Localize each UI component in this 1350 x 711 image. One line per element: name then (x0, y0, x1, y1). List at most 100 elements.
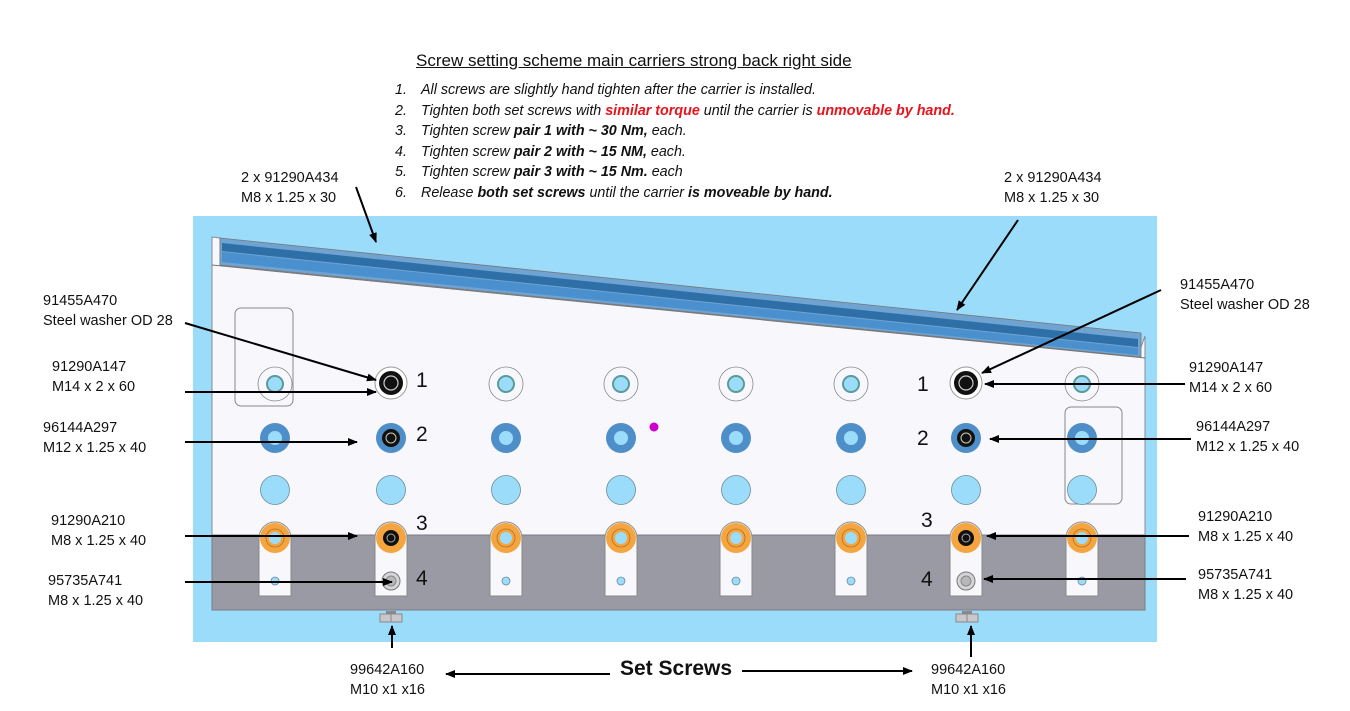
part-number: 91290A210 (51, 513, 126, 529)
part-spec: M12 x 1.25 x 40 (43, 440, 147, 456)
step-number: 5. (395, 164, 407, 181)
part-number: 2 x 91290A434 (241, 170, 339, 186)
screw-socket (958, 375, 974, 391)
label-setscrew-right: 99642A160 M10 x1 x16 (931, 660, 1006, 700)
clearance-hole (721, 475, 751, 505)
bolt-hole (842, 375, 860, 393)
step-item: 4. Tighten screw pair 2 with ~ 15 NM, eac… (395, 142, 955, 163)
screw-socket (960, 575, 972, 587)
step-text: Tighten screw (421, 164, 514, 181)
step-text: each (647, 164, 683, 181)
part-number: 99642A160 (931, 662, 1006, 678)
part-number: 91455A470 (1180, 277, 1255, 293)
step-number: 4. (395, 143, 407, 160)
step-number: 1. (395, 82, 407, 98)
step-number: 6. (395, 184, 407, 201)
label-rail-screws-right: 2 x 91290A434 M8 x 1.25 x 30 (1004, 168, 1102, 208)
part-spec: M10 x1 x16 (350, 682, 425, 698)
bolt-hole (844, 431, 858, 445)
pair-number-left-3: 3 (416, 512, 428, 535)
part-number: 96144A297 (1196, 419, 1271, 435)
washer-ring (841, 528, 861, 548)
set-screws-label: Set Screws (620, 657, 733, 680)
arrow-rail-left (355, 186, 377, 243)
instruction-steps: 1.All screws are slightly hand tighten a… (395, 80, 955, 204)
bolt-hole (729, 431, 743, 445)
label-washer-left: 91455A470 Steel washer OD 28 (43, 291, 173, 331)
washer-ring (726, 528, 746, 548)
part-spec: M12 x 1.25 x 40 (1196, 439, 1300, 455)
screw-socket (961, 533, 971, 543)
part-spec: M8 x 1.25 x 40 (48, 593, 144, 609)
screw-head-m8 (958, 530, 974, 546)
step-text: Tighten screw (421, 123, 514, 140)
part-spec: M8 x 1.25 x 30 (241, 190, 337, 206)
part-spec: M10 x1 x16 (931, 682, 1006, 698)
part-spec: M8 x 1.25 x 30 (1004, 190, 1100, 206)
washer-outline (833, 366, 869, 402)
highlight-text: unmovable by hand. (816, 102, 955, 119)
slot-outline-right (1064, 406, 1123, 505)
part-number: 91290A147 (1189, 360, 1264, 376)
step-text: until the carrier (585, 184, 689, 201)
part-number: 95735A741 (48, 573, 123, 589)
magenta-marker (649, 422, 659, 432)
gray-band (211, 534, 1146, 611)
screw-socket (383, 375, 399, 391)
step-text: pair 1 with ~ 30 Nm, (513, 123, 648, 140)
washer-ring (265, 528, 285, 548)
clearance-hole (1067, 475, 1097, 505)
step-item: 2.Tighten both set screws with similar t… (395, 101, 955, 122)
bolt-hole (497, 375, 515, 393)
pair-number-right-1: 1 (917, 373, 929, 396)
small-hole (501, 576, 511, 586)
set-screw-right (955, 611, 979, 623)
clearance-hole (836, 475, 866, 505)
step-item: 1.All screws are slightly hand tighten a… (395, 80, 955, 101)
pair-number-left-1: 1 (416, 369, 428, 392)
step-number: 2. (395, 102, 407, 119)
step-text: until the carrier is (699, 102, 817, 119)
label-pair4-right: 95735A741 M8 x 1.25 x 40 (1198, 565, 1293, 605)
label-pair4-left: 95735A741 M8 x 1.25 x 40 (48, 571, 143, 611)
arrow-washer-left (184, 322, 377, 382)
step-number: 3. (395, 123, 407, 140)
clearance-hole (951, 475, 981, 505)
slot-outline-left (234, 307, 294, 407)
step-text: Tighten screw (421, 143, 514, 160)
clearance-hole (491, 475, 521, 505)
bolt-hole (615, 532, 627, 544)
screw-head-m14 (954, 371, 978, 395)
bolt-hole (730, 532, 742, 544)
pair-number-right-3: 3 (921, 509, 933, 532)
set-screw-left (379, 611, 403, 623)
label-pair3-right: 91290A210 M8 x 1.25 x 40 (1198, 507, 1293, 547)
screw-head-m8 (383, 530, 399, 546)
step-text: each. (646, 143, 686, 160)
part-number: 99642A160 (350, 662, 425, 678)
arrow-washer-right (981, 289, 1162, 374)
bolt-hole (845, 532, 857, 544)
washer-outline (257, 366, 293, 402)
bolt-hole (500, 532, 512, 544)
part-number: 2 x 91290A434 (1004, 170, 1102, 186)
washer-outline (603, 366, 639, 402)
small-hole (731, 576, 741, 586)
label-rail-screws-left: 2 x 91290A434 M8 x 1.25 x 30 (241, 168, 339, 208)
step-item: 3.Tighten screw pair 1 with ~ 30 Nm, eac… (395, 121, 955, 142)
bolt-hole (499, 431, 513, 445)
pair-number-right-2: 2 (917, 427, 929, 450)
step-item: 6.Release both set screws until the carr… (395, 183, 955, 204)
label-washer-right: 91455A470 Steel washer OD 28 (1180, 275, 1310, 315)
highlight-text: similar torque (605, 102, 700, 119)
step-text: is moveable by hand. (688, 184, 833, 201)
step-text: Release (421, 184, 478, 201)
bolt-hole (612, 375, 630, 393)
bolt-hole (269, 532, 281, 544)
bolt-hole (266, 375, 284, 393)
step-text: pair 2 with ~ 15 NM, (513, 143, 647, 160)
step-item: 5.Tighten screw pair 3 with ~ 15 Nm. eac… (395, 162, 955, 183)
small-hole (616, 576, 626, 586)
part-number: 91290A147 (52, 359, 127, 375)
